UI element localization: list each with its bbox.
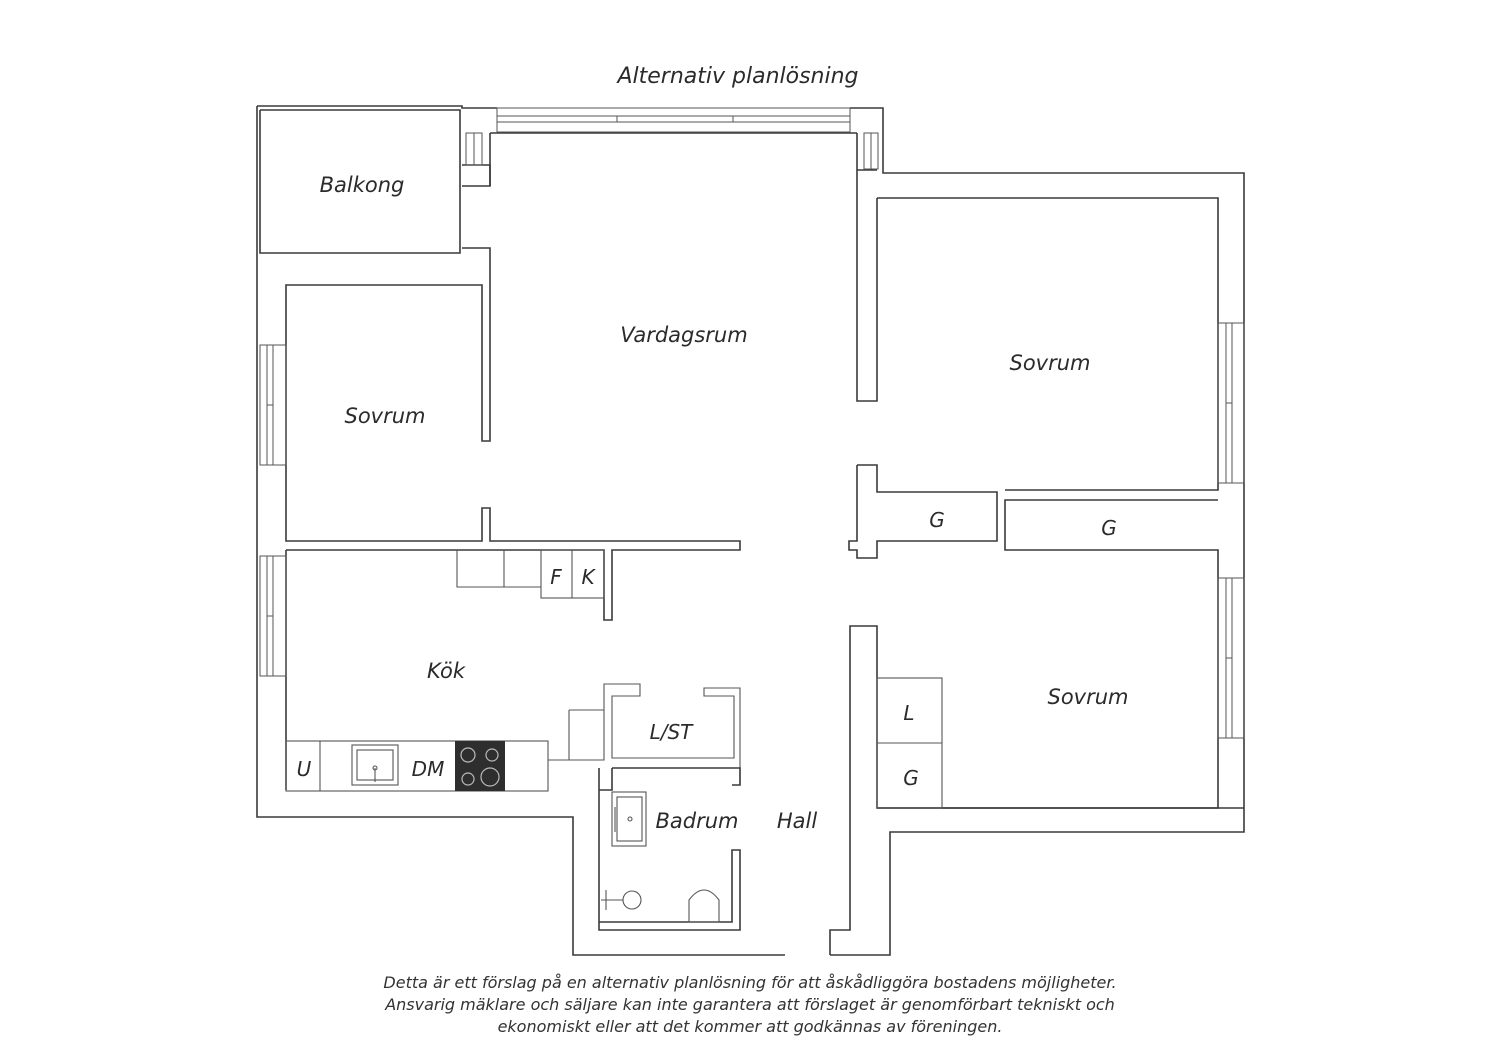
outer-walls — [256, 105, 1245, 956]
label-g-closet-2: G — [1101, 516, 1117, 540]
shower-icon — [622, 890, 642, 910]
label-sovrum-right-top: Sovrum — [1009, 351, 1090, 375]
top-window — [465, 107, 879, 170]
label-sovrum-left: Sovrum — [344, 404, 425, 428]
label-g-closet-3: G — [903, 766, 919, 790]
label-hall: Hall — [777, 809, 817, 833]
label-u: U — [297, 757, 312, 781]
label-vardagsrum: Vardagsrum — [620, 323, 747, 347]
kitchen-walls — [259, 549, 741, 792]
right-walls — [848, 170, 1245, 809]
plan-title: Alternativ planlösning — [615, 64, 858, 89]
label-sovrum-right-bottom: Sovrum — [1047, 685, 1128, 709]
label-l-st: L/ST — [650, 720, 695, 744]
label-dm: DM — [412, 757, 445, 781]
disclaimer-line-2: Ansvarig mäklare och säljare kan inte ga… — [384, 995, 1115, 1014]
bathroom-walls — [598, 499, 1244, 955]
left-bedroom-walls — [259, 247, 741, 621]
label-g-closet-1: G — [929, 508, 945, 532]
toilet-icon — [688, 889, 720, 923]
label-badrum: Badrum — [655, 809, 738, 833]
disclaimer-line-1: Detta är ett förslag på en alternativ pl… — [383, 973, 1116, 992]
label-k: K — [581, 565, 596, 589]
disclaimer-line-3: ekonomiskt eller att det kommer att godk… — [498, 1017, 1003, 1036]
kitchen-sink-icon — [351, 744, 399, 786]
label-f: F — [550, 565, 562, 589]
label-kok: Kök — [427, 659, 466, 683]
stove-icon — [455, 741, 505, 791]
bathroom-sink-icon — [611, 791, 647, 847]
label-balkong: Balkong — [320, 173, 405, 197]
label-l-closet: L — [903, 701, 914, 725]
